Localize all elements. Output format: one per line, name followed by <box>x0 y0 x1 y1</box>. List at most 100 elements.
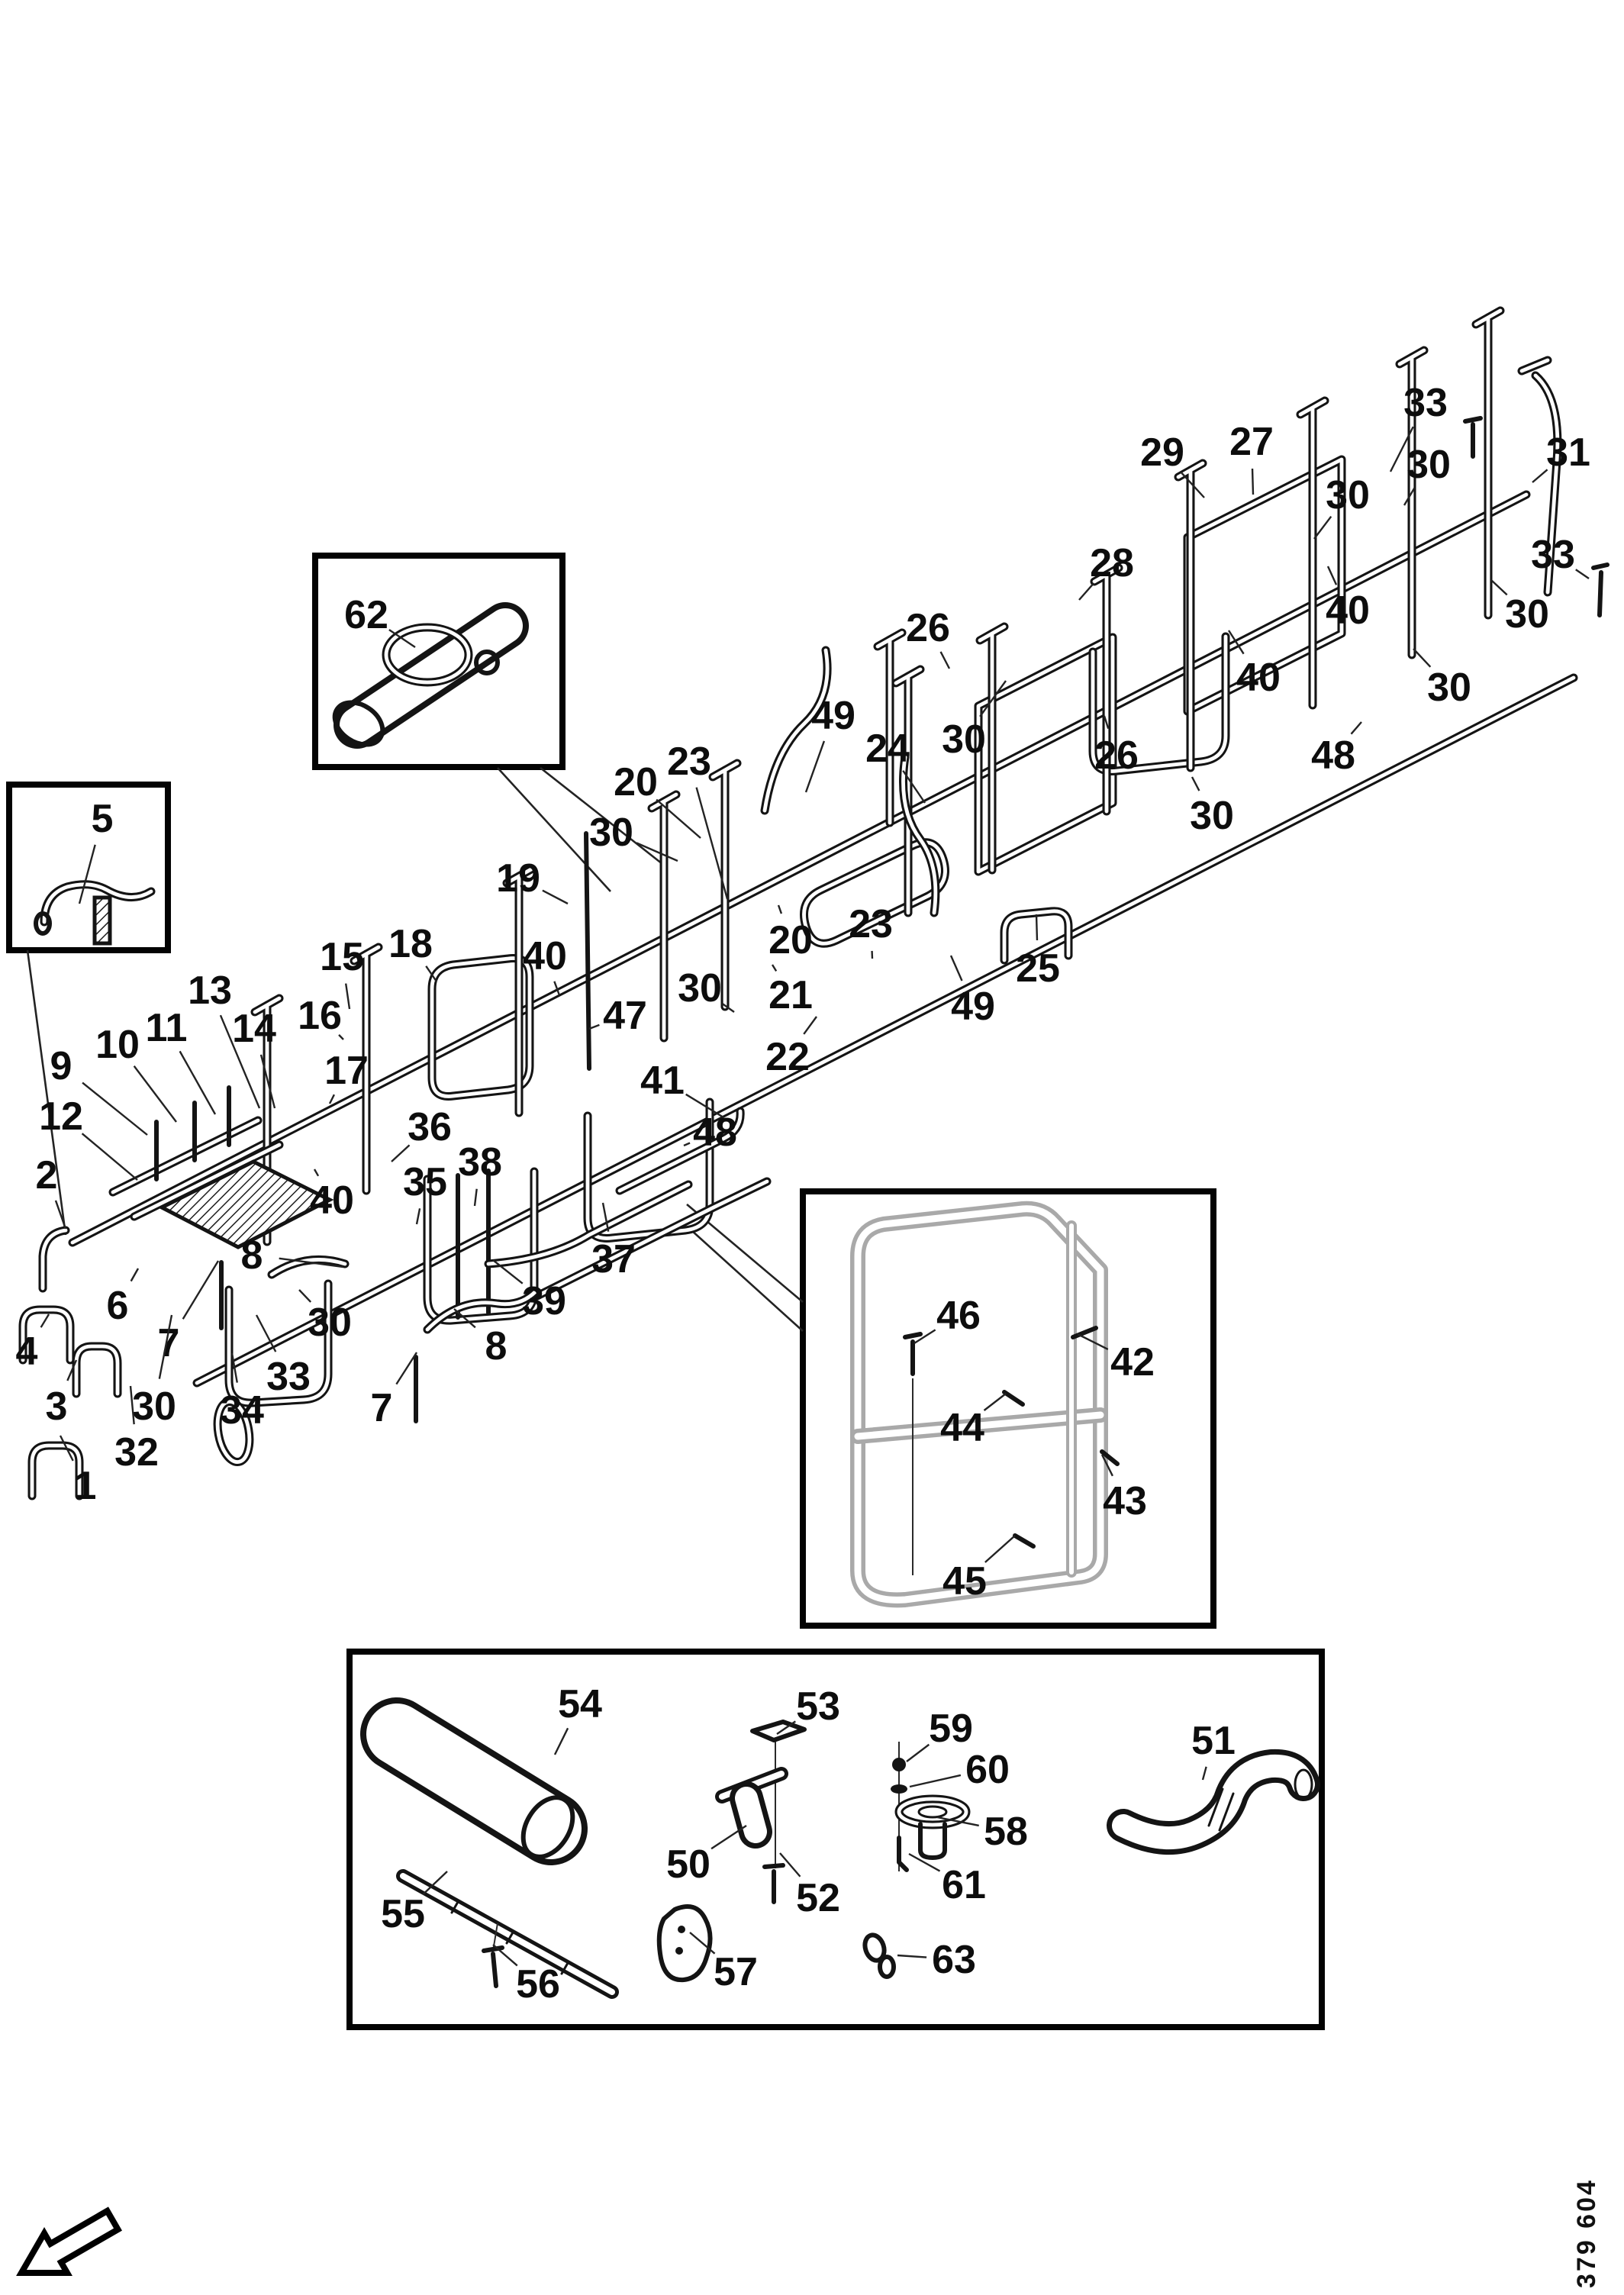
leader-line-30 <box>1413 648 1432 668</box>
callout-32: 32 <box>114 1430 159 1475</box>
leader-line-40 <box>553 981 561 996</box>
leader-line-9 <box>82 1081 148 1136</box>
leader-line-41 <box>685 1093 724 1119</box>
inset-part5 <box>34 880 156 946</box>
leader-line-3 <box>66 1359 78 1381</box>
leader-line-53 <box>776 1720 796 1735</box>
callout-16: 16 <box>298 994 342 1038</box>
callout-20: 20 <box>768 918 813 962</box>
tube-31 <box>1519 358 1560 595</box>
leader-line-59 <box>906 1743 930 1762</box>
tube-2 <box>40 1228 68 1291</box>
screw-56 <box>482 1945 504 1988</box>
callout-22: 22 <box>765 1035 810 1079</box>
tube-10-13 <box>132 1143 282 1219</box>
callout-26: 26 <box>906 606 950 650</box>
bolt-5 <box>92 895 112 946</box>
pin-42 <box>1071 1326 1098 1339</box>
callout-2: 2 <box>36 1153 58 1197</box>
leader-line-11 <box>179 1050 217 1115</box>
callout-57: 57 <box>714 1950 758 1994</box>
leader-line-50 <box>710 1824 747 1850</box>
leader-line-1 <box>59 1435 74 1462</box>
callout-37: 37 <box>591 1237 636 1281</box>
post <box>504 867 533 1115</box>
callout-30: 30 <box>942 717 986 762</box>
callout-23: 23 <box>849 902 893 946</box>
gray-frame-outer <box>850 1201 1108 1608</box>
leader-line-57 <box>689 1932 716 1955</box>
callout-20: 20 <box>614 760 658 804</box>
callout-50: 50 <box>666 1842 710 1887</box>
callout-39: 39 <box>522 1279 566 1323</box>
callout-40: 40 <box>1326 588 1370 633</box>
leader-line-56 <box>492 1944 518 1967</box>
pad-57 <box>656 1904 713 1983</box>
callout-34: 34 <box>220 1388 264 1433</box>
washer-60 <box>891 1784 907 1794</box>
leader-line-30 <box>721 1002 735 1013</box>
callout-41: 41 <box>640 1059 685 1103</box>
post <box>649 792 678 1040</box>
callout-4: 4 <box>16 1330 38 1374</box>
leader-line-24 <box>902 770 926 804</box>
leader-line-63 <box>897 1954 927 1958</box>
callout-44: 44 <box>940 1406 984 1450</box>
leader-line-2 <box>54 1200 67 1230</box>
callout-19: 19 <box>496 856 540 901</box>
callout-45: 45 <box>942 1559 987 1604</box>
main-rail-upper <box>70 492 1529 1245</box>
callout-30: 30 <box>1406 443 1451 487</box>
callout-30: 30 <box>678 966 722 1011</box>
leader-line-20 <box>777 904 783 914</box>
callout-31: 31 <box>1546 430 1590 475</box>
callout-18: 18 <box>388 922 433 966</box>
leader-line-44 <box>983 1393 1007 1411</box>
inset-box-frame-detail <box>800 1188 1216 1629</box>
clip-63 <box>878 1955 896 1979</box>
ref-line-inset62-a <box>497 767 611 892</box>
connector-62-socket <box>384 625 471 685</box>
ball-59 <box>892 1758 906 1771</box>
leader-line-40 <box>1227 630 1245 655</box>
leader-line-62 <box>388 629 416 648</box>
callout-11: 11 <box>146 1006 188 1050</box>
leader-line-30 <box>1313 515 1332 540</box>
ref-line-frame-b <box>691 1230 804 1332</box>
callout-55: 55 <box>381 1892 425 1936</box>
leader-line-32 <box>129 1385 135 1425</box>
leader-line-30 <box>1403 487 1416 506</box>
hose-51-clamp <box>1207 1787 1235 1832</box>
flange-58 <box>897 1797 968 1827</box>
callout-13: 13 <box>188 969 232 1013</box>
pin-45 <box>1013 1533 1036 1549</box>
connector-62-mouth <box>332 700 385 747</box>
connector-62-hole <box>474 649 500 675</box>
callout-12: 12 <box>39 1094 83 1139</box>
flange-58-hole <box>917 1805 948 1819</box>
leader-line-10 <box>133 1065 177 1123</box>
hook-3 <box>72 1342 122 1398</box>
clip-63 <box>862 1932 887 1963</box>
callout-24: 24 <box>865 727 910 771</box>
leader-line-39 <box>492 1259 524 1284</box>
hoop-35-bars <box>456 1168 491 1320</box>
callout-15: 15 <box>320 935 364 979</box>
rod-47 <box>584 831 591 1071</box>
tube-8-left <box>269 1258 347 1277</box>
small-parts-box <box>346 1649 1325 2030</box>
leader-line-8 <box>279 1257 344 1268</box>
hoop-33-34 <box>227 1281 330 1405</box>
leader-line-60 <box>909 1774 962 1788</box>
callout-43: 43 <box>1103 1479 1147 1523</box>
callout-46: 46 <box>936 1294 981 1338</box>
bolt-33-right <box>1591 562 1610 617</box>
hose-51-mouth <box>1294 1768 1313 1800</box>
callout-28: 28 <box>1090 541 1134 585</box>
leader-line-13 <box>219 1014 261 1109</box>
small-parts <box>360 1697 1320 1999</box>
post <box>1397 348 1426 657</box>
inset-reference-lines <box>26 766 804 1332</box>
callout-9: 9 <box>50 1044 72 1088</box>
